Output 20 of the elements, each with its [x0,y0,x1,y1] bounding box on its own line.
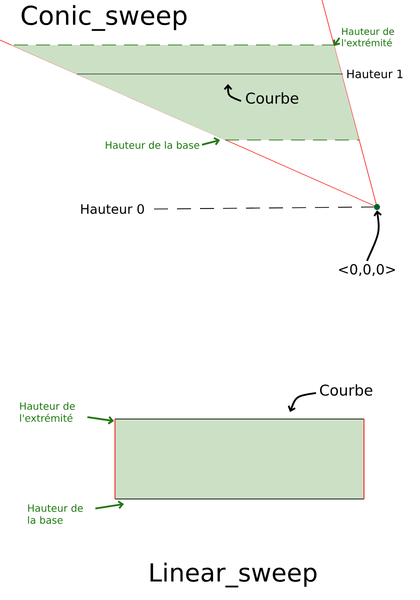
annotation: Hauteur de l'extrémité [20,402,75,422]
swept-rectangle [114,418,364,500]
annotation: Courbe [246,92,298,104]
height-line [154,206,374,210]
annotation: Hauteur de l'extrémité [342,28,394,46]
arrow [202,137,220,146]
arrow [224,84,242,102]
arrow [288,392,316,412]
arrow [87,416,114,424]
arrow [366,210,382,262]
annotation: <0,0,0> [339,264,395,276]
arrow [95,500,124,510]
annotation: Courbe [320,384,372,396]
sweep-heading: Linear_sweep [150,562,316,588]
annotation: Hauteur de la base [106,141,200,149]
arrow [333,37,340,46]
annotation: Hauteur 0 [81,204,144,214]
height-label: Hauteur 1 [347,70,402,78]
annotation: Hauteur de la base [28,504,83,524]
sweep-heading: Conic_sweep [22,5,187,31]
